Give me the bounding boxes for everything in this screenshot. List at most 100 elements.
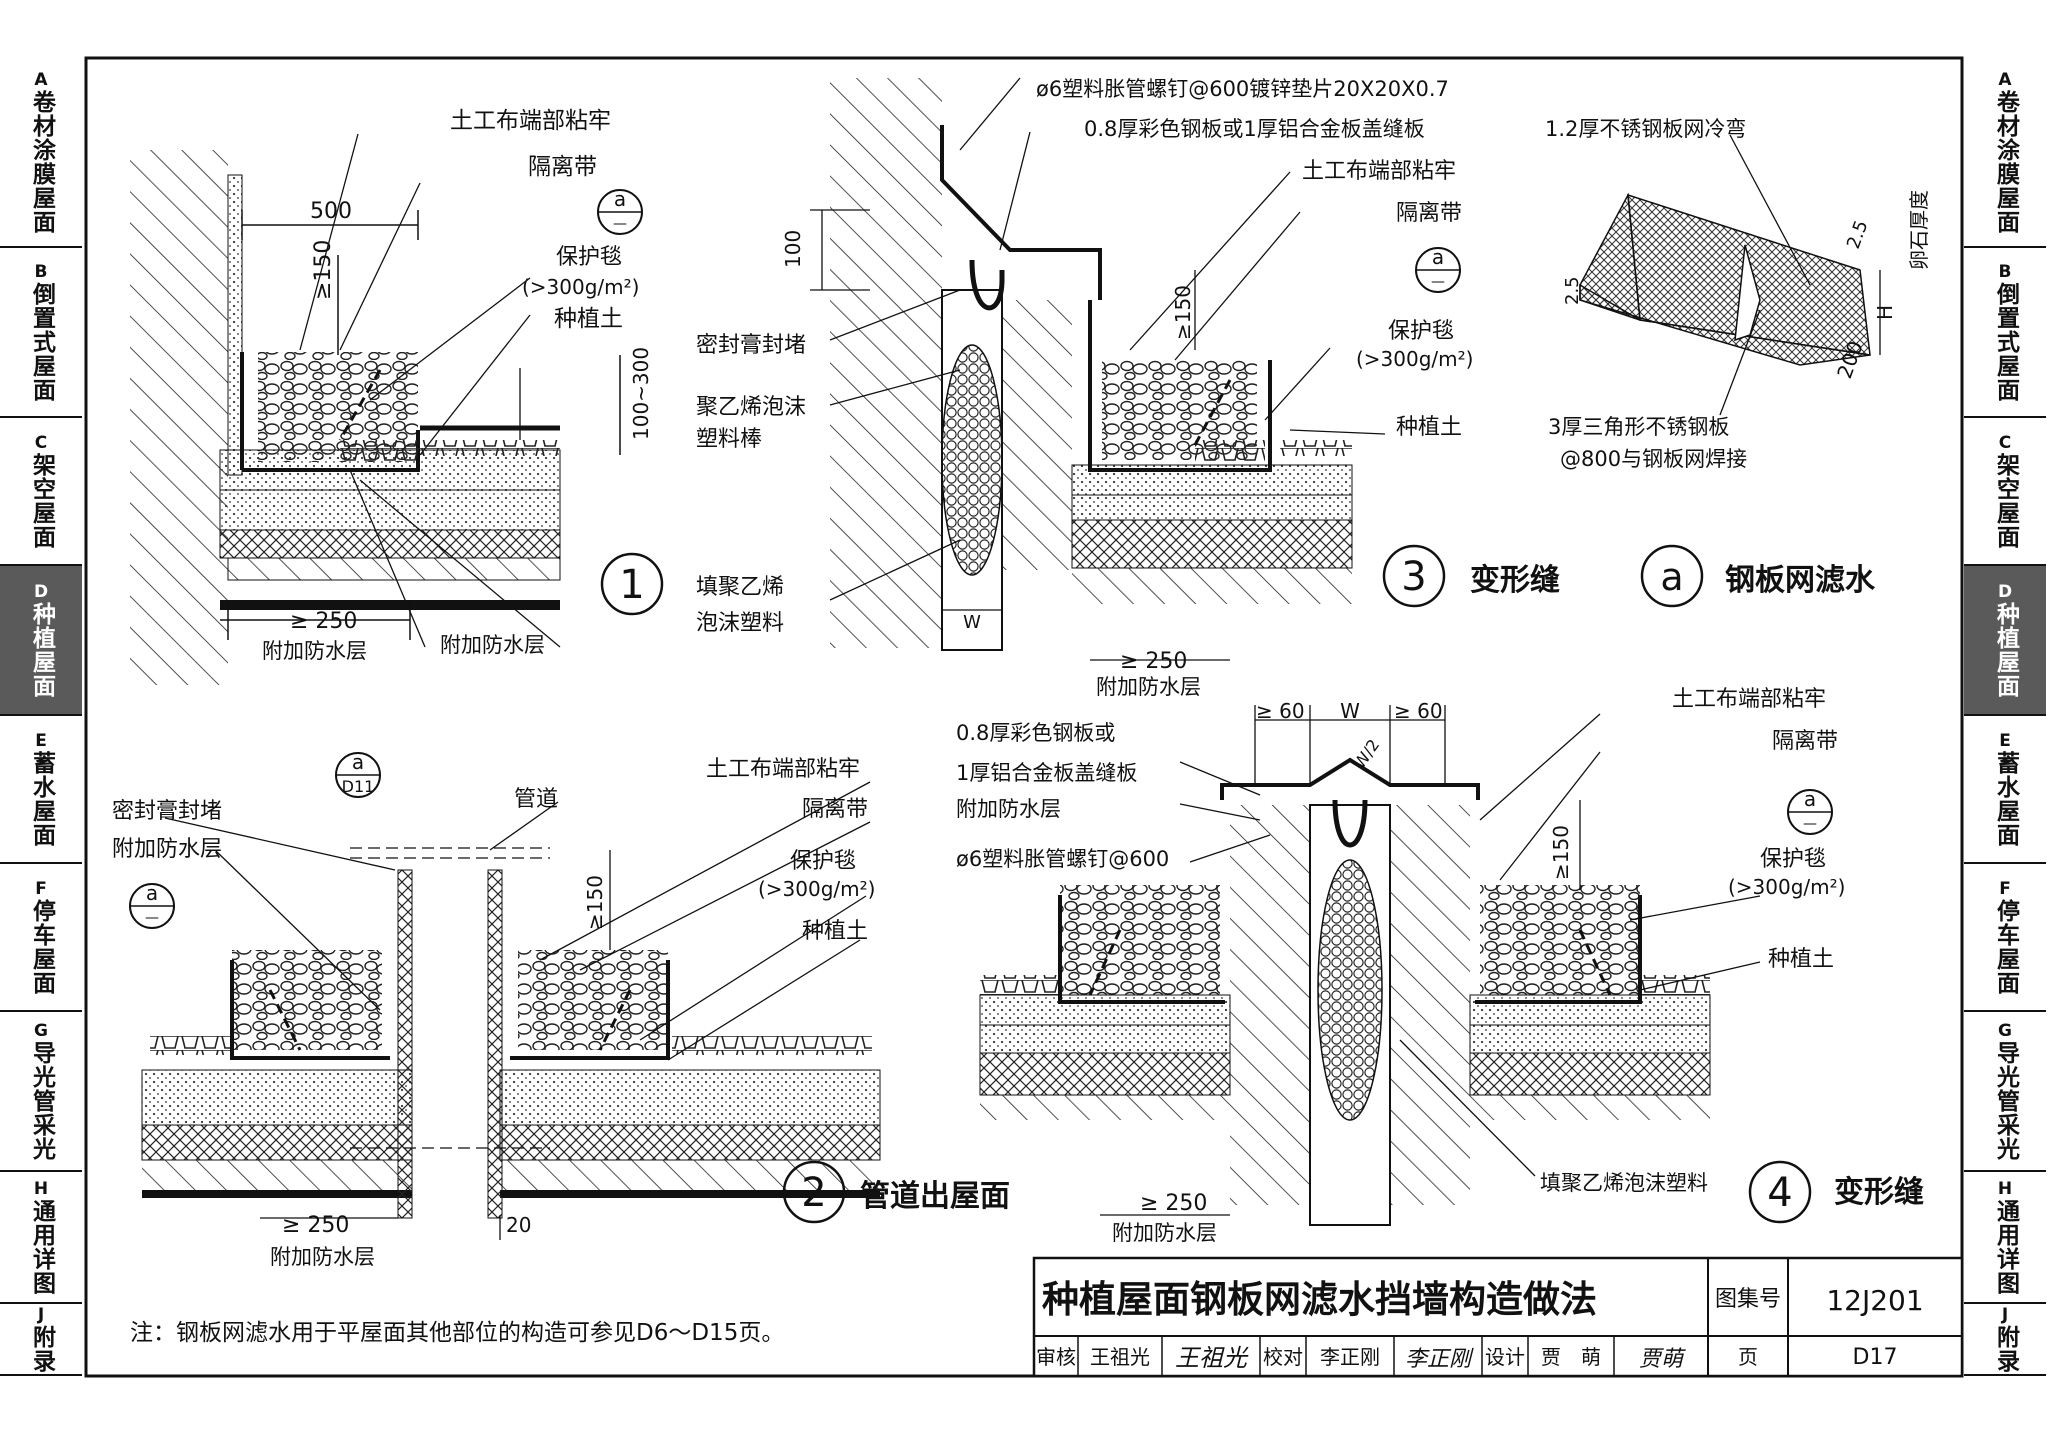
detail-a-label-pebble: 卵石厚度 (1907, 190, 1931, 270)
checker-name: 李正刚 (1320, 1345, 1380, 1369)
section-tab-label: 种植屋面 (1992, 602, 2019, 698)
section-tab-letter: E (35, 731, 47, 751)
detail-3-number: 3 (1401, 554, 1426, 600)
detail-4-dim-overlap: ≥ 250 (1140, 1191, 1207, 1216)
detail-3-dim-height: 100 (781, 230, 805, 268)
section-tab-label: 停车屋面 (28, 899, 55, 995)
detail-1-label-geotextile-end: 土工布端部粘牢 (450, 108, 611, 134)
detail-1-callout-sub: — (613, 216, 627, 232)
section-tab-letter: A (34, 70, 48, 90)
detail-1-dim-height-min: ≥150 (311, 240, 336, 300)
section-tab-letter: C (34, 433, 48, 453)
reviewer-signature: 王祖光 (1175, 1344, 1249, 1372)
detail-3-label-sealant: 密封膏封堵 (696, 333, 806, 358)
detail-1-dim-width: 500 (310, 199, 352, 224)
detail-3-label-soil: 种植土 (1396, 415, 1462, 440)
section-tab-letter: B (34, 262, 48, 282)
detail-1-number: 1 (619, 562, 644, 608)
detail-2-label-protect-mat: 保护毯 (790, 849, 856, 874)
detail-3-dim-overlap: ≥ 250 (1120, 649, 1187, 674)
detail-1-callout-ref: a (614, 187, 626, 211)
detail-4-dim-height-min: ≥150 (1549, 825, 1573, 880)
detail-3-label-extra-waterproof: 附加防水层 (1096, 675, 1201, 699)
section-tab-letter: D (33, 582, 49, 602)
detail-1-label-protect-mat-spec: (>300g/m²) (522, 275, 639, 299)
detail-4-label-protect-mat: 保护毯 (1760, 847, 1826, 872)
detail-1-dim-soil: 100~300 (629, 347, 653, 440)
detail-1: a — 土工布端部粘牢 隔离带 保护毯 (>300g/m²) 种植土 500 ≥… (130, 108, 664, 685)
section-tab-letter: H (1997, 1179, 2013, 1199)
review-label: 审核 (1036, 1345, 1076, 1369)
detail-3-label-foam-rod-1: 聚乙烯泡沫 (696, 395, 806, 420)
detail-2-ref-top-page: D11 (342, 777, 375, 796)
detail-2: a D11 a — 密封膏封堵 附加防水层 管道 土工布端部粘牢 隔离带 保护毯… (112, 750, 1010, 1269)
designer-name: 贾 萌 (1541, 1345, 1601, 1369)
detail-a-label-mesh: 1.2厚不锈钢板网冷弯 (1545, 117, 1746, 141)
detail-3-label-foam-fill-2: 泡沫塑料 (696, 611, 784, 636)
footnote: 注：钢板网滤水用于平屋面其他部位的构造可参见D6～D15页。 (130, 1320, 784, 1346)
section-tab-letter: F (1999, 879, 2011, 899)
section-tab-letter: G (34, 1021, 48, 1041)
detail-4-label-foam-fill: 填聚乙烯泡沫塑料 (1540, 1171, 1708, 1195)
detail-4-label-geotextile-end: 土工布端部粘牢 (1672, 687, 1826, 712)
reviewer-name: 王祖光 (1090, 1345, 1150, 1369)
section-tab-label: 导光管采光 (1992, 1041, 2019, 1161)
detail-2-callout-sub: — (145, 910, 159, 926)
detail-2-label-extra-waterproof-bottom: 附加防水层 (270, 1245, 375, 1269)
detail-3-label-foam-fill-1: 填聚乙烯 (696, 575, 784, 600)
detail-4-dim-right: ≥ 60 (1394, 699, 1443, 723)
section-tab-label: 停车屋面 (1992, 899, 2019, 995)
section-tab-letter: G (1998, 1021, 2012, 1041)
detail-4-label-soil: 种植土 (1768, 947, 1834, 972)
detail-4-dim-diag: W/2 (1350, 736, 1384, 773)
detail-3-label-geotextile-end: 土工布端部粘牢 (1302, 159, 1456, 184)
detail-4-label-bolt: ø6塑料胀管螺钉@600 (956, 847, 1169, 871)
detail-2-callout-ref: a (146, 881, 158, 905)
section-tab-letter: B (1998, 262, 2012, 282)
section-tab-letter: F (35, 879, 47, 899)
detail-2-label-protect-mat-spec: (>300g/m²) (758, 877, 875, 901)
detail-3-label-cover-plate: 0.8厚彩色钢板或1厚铝合金板盖缝板 (1084, 117, 1425, 141)
detail-3: a — ø6塑料胀管螺钉@600镀锌垫片20X20X0.7 0.8厚彩色钢板或1… (696, 77, 1560, 699)
design-label: 设计 (1485, 1345, 1525, 1369)
section-tab-letter: C (1998, 433, 2012, 453)
detail-4-dim-left: ≥ 60 (1256, 699, 1305, 723)
section-tab-label: 附录 (28, 1325, 55, 1373)
checker-signature: 李正刚 (1405, 1347, 1474, 1372)
page-number: D17 (1853, 1345, 1898, 1370)
detail-1-dim-overlap: ≥ 250 (290, 609, 357, 634)
section-tab-label: 卷材涂膜屋面 (28, 90, 55, 234)
detail-2-ref-top: a (352, 750, 364, 774)
detail-3-label-isolation: 隔离带 (1396, 201, 1462, 226)
section-tab-label: 卷材涂膜屋面 (1992, 90, 2019, 234)
check-label: 校对 (1263, 1345, 1303, 1369)
detail-4-label-cover-plate-2: 1厚铝合金板盖缝板 (956, 761, 1137, 785)
detail-a-label-plate-1: 3厚三角形不锈钢板 (1548, 415, 1729, 439)
section-tab-letter: J (2001, 1305, 2009, 1325)
detail-1-label-extra-waterproof-2: 附加防水层 (440, 633, 545, 657)
detail-3-callout-ref: a (1432, 245, 1444, 269)
detail-1-label-soil: 种植土 (554, 306, 623, 332)
section-tab-label: 蓄水屋面 (1992, 751, 2019, 847)
detail-4-dim-gap: W (1340, 699, 1360, 723)
section-tab-label: 倒置式屋面 (28, 282, 55, 402)
